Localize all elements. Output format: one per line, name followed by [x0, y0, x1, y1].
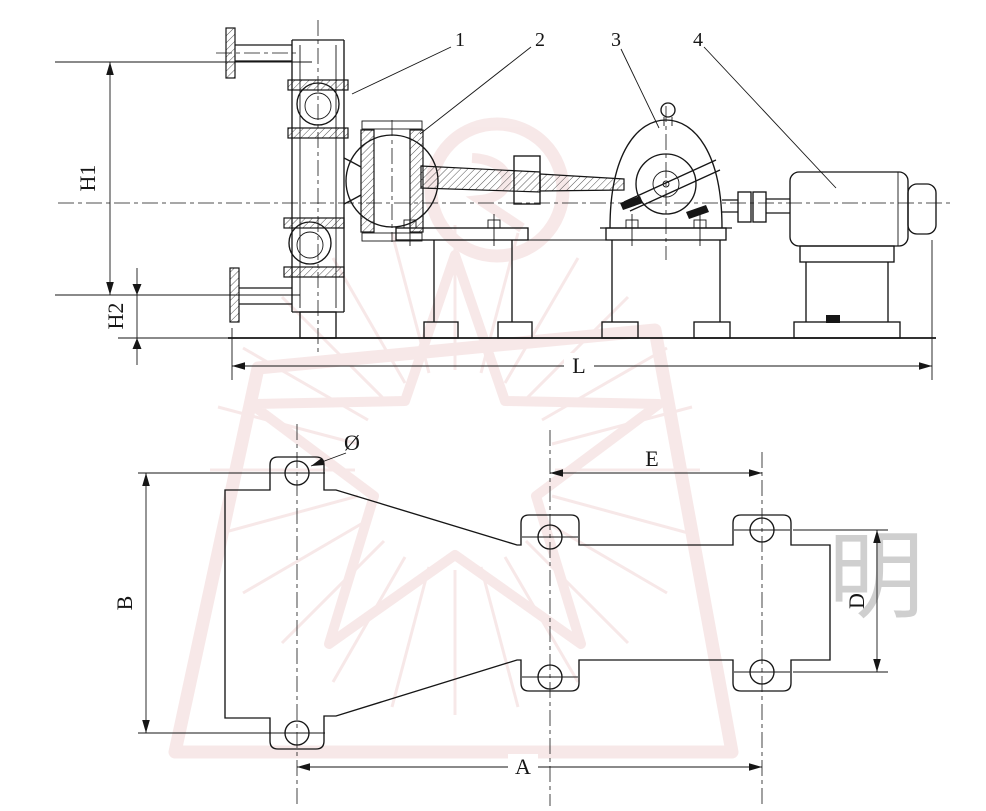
bolt-holes [284, 460, 775, 746]
side-elevation-view: H1 H2 L 1 2 3 4 [55, 20, 952, 380]
dim-label-b: B [112, 596, 137, 611]
bolt-hole [537, 524, 563, 550]
bolt-hole [749, 517, 775, 543]
crank-mechanism [600, 102, 732, 229]
watermark-rays [210, 225, 700, 715]
side-view-dimensions: H1 H2 L [55, 61, 933, 380]
part-callouts: 1 2 3 4 [351, 29, 837, 189]
dim-label-d: D [844, 593, 869, 609]
callout-4: 4 [693, 29, 703, 51]
bolt-hole [749, 659, 775, 685]
baseplate-outline [224, 456, 831, 750]
top-pipe-flange [225, 27, 236, 79]
motor-foot [799, 245, 895, 263]
dim-label-e: E [645, 446, 658, 471]
plan-centerlines [269, 424, 790, 806]
baseplate-plan-view: Ø B D E A [112, 424, 888, 806]
motor-end-cap [907, 183, 937, 235]
dim-label-a: A [515, 754, 531, 779]
watermark-character: 明 [828, 521, 924, 633]
watermark-triangle [168, 323, 739, 759]
coupling [722, 191, 790, 223]
dim-label-diameter: Ø [344, 430, 360, 455]
callout-2: 2 [535, 29, 545, 51]
motor [789, 171, 937, 339]
dim-label-l: L [572, 353, 585, 378]
oil-cup [660, 102, 676, 118]
dim-label-h1: H1 [75, 165, 100, 192]
motor-body [789, 171, 909, 247]
connecting-rod [420, 155, 625, 205]
callout-3: 3 [611, 29, 621, 51]
bolt-hole [284, 720, 310, 746]
bolt-hole [284, 460, 310, 486]
watermark-star [246, 250, 664, 649]
callout-1: 1 [455, 29, 465, 51]
pump-head [225, 27, 439, 339]
plan-view-dimensions: Ø B D E A [112, 430, 888, 779]
dim-label-h2: H2 [103, 303, 128, 330]
rod-gland [513, 155, 541, 205]
bolt-hole [537, 664, 563, 690]
crank-wheel [635, 153, 697, 215]
crank-housing [609, 119, 723, 229]
